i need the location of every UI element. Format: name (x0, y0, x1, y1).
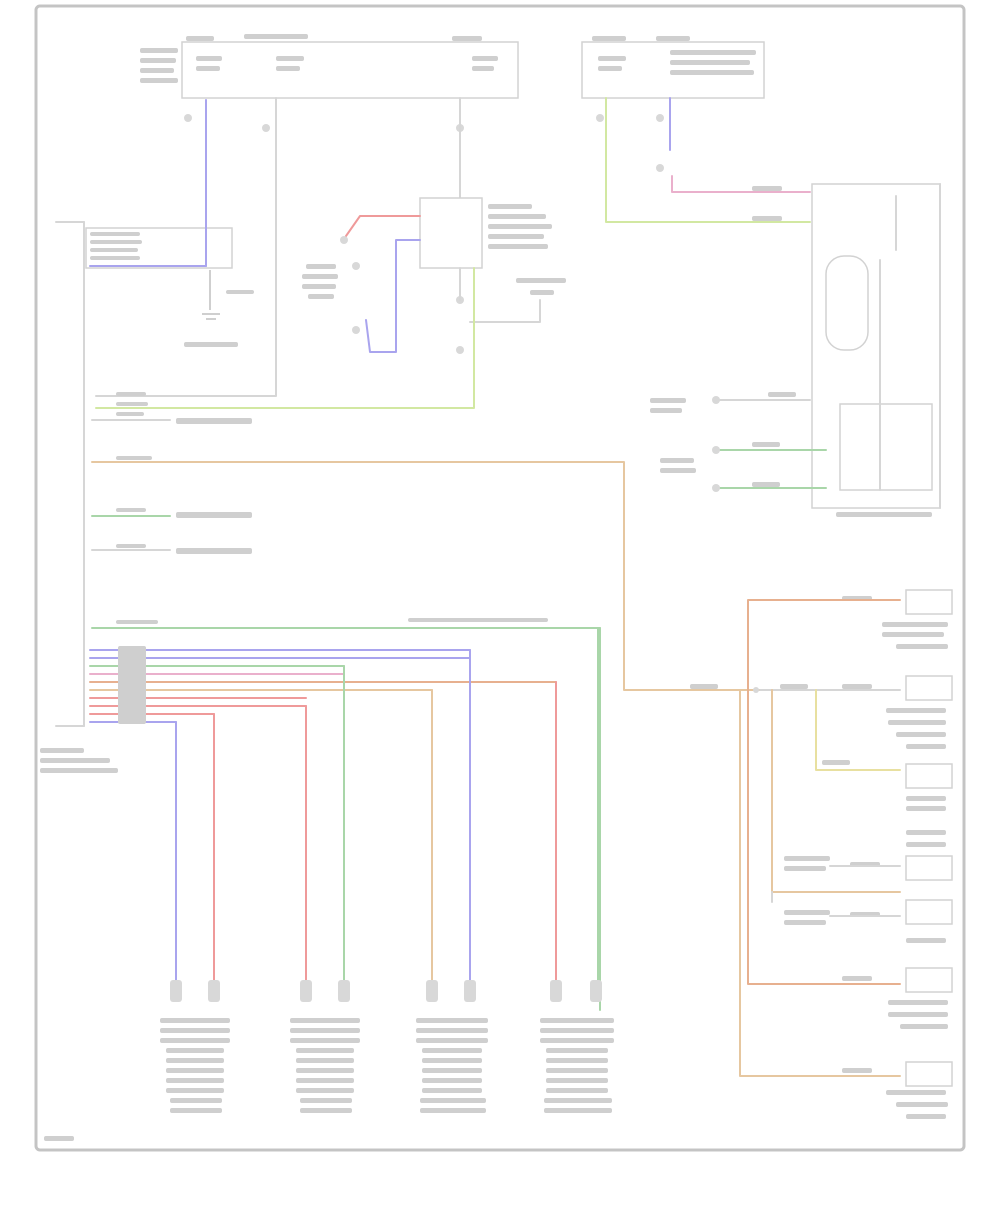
right-sensor-connectors (690, 589, 953, 1119)
sensor-group-4 (540, 980, 614, 1113)
sensor-group-3 (416, 980, 488, 1113)
diagram-frame (34, 4, 966, 1152)
top-fuse-block (140, 34, 765, 99)
top-connector-pins (184, 114, 664, 172)
module-pin-labels (116, 392, 548, 624)
relay-switch (302, 197, 566, 354)
sensor-group-2 (290, 980, 360, 1113)
control-module (40, 99, 254, 773)
sensor-group-1 (160, 980, 230, 1113)
bottom-harness (89, 627, 601, 1011)
right-module (650, 183, 941, 517)
diagram-id-label (44, 1136, 74, 1141)
